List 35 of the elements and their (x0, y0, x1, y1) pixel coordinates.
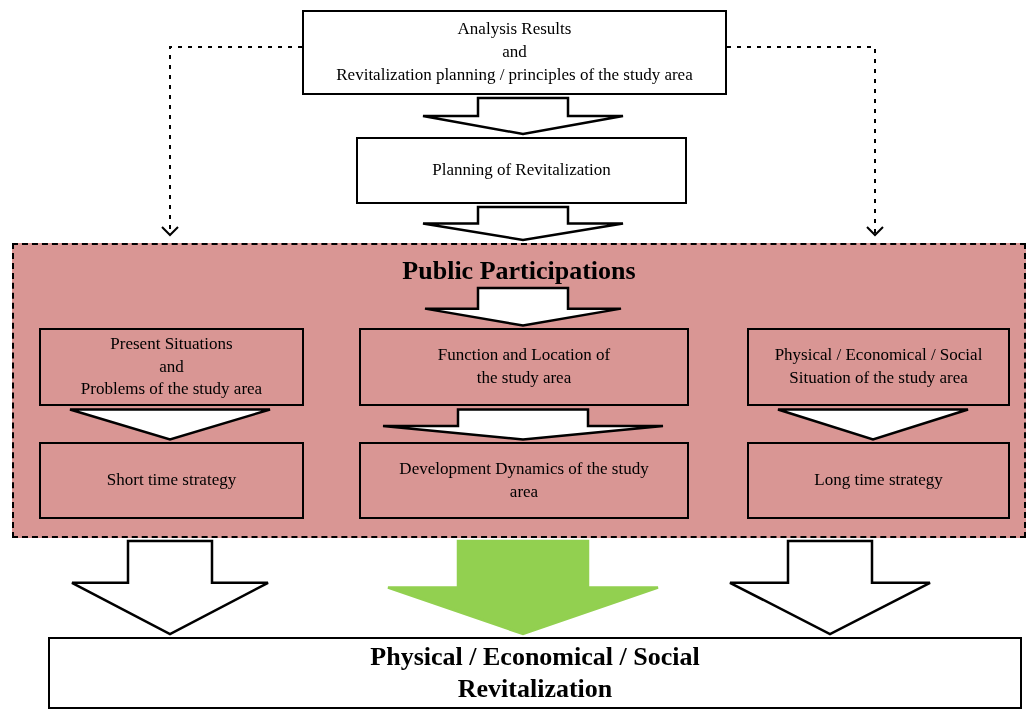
block-arrow (423, 286, 623, 327)
process-box (39, 442, 304, 519)
process-box (359, 328, 689, 406)
box-text: Long time strategy (814, 469, 943, 492)
participation-panel (12, 243, 1026, 538)
panel-heading: Public Participations (402, 255, 636, 287)
box-text: Function and Location of the study area (436, 344, 612, 389)
box-text: Short time strategy (106, 469, 237, 492)
dashed-arrow (161, 46, 303, 236)
process-box (747, 328, 1010, 406)
dashed-arrow (726, 46, 884, 236)
box-text: Physical / Economical / Social Situation of the study area (773, 344, 984, 389)
box-text: Planning of Revitalization (432, 159, 611, 182)
process-box (359, 442, 689, 519)
block-arrow (421, 96, 625, 136)
box-text: Problems of the study area (80, 378, 263, 401)
box-text: and (159, 355, 184, 378)
process-box (302, 10, 727, 95)
block-arrow (381, 408, 665, 441)
box-text: Analysis Results (457, 18, 572, 41)
result-box (48, 637, 1022, 709)
block-arrow (70, 539, 270, 636)
block-arrow (68, 408, 272, 441)
box-text: Development Dynamics of the study area (398, 457, 650, 503)
block-arrow (386, 539, 660, 636)
block-arrow (728, 539, 932, 636)
block-arrow (421, 205, 625, 242)
box-text: Physical / Economical / Social Revitalization (369, 640, 701, 705)
process-box (39, 328, 304, 406)
process-box (747, 442, 1010, 519)
box-text: Revitalization planning / principles of the study area (336, 63, 693, 86)
box-text: and (502, 41, 527, 64)
box-text: Present Situations (110, 332, 233, 355)
process-box (356, 137, 687, 204)
block-arrow (776, 408, 970, 441)
